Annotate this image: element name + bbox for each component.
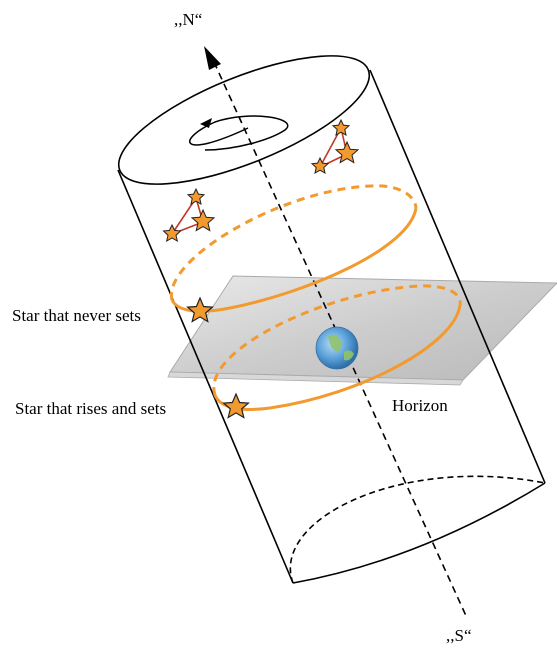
horizon-plane-edge	[167, 371, 464, 386]
cylinder-left-side	[117, 169, 294, 584]
south-label: ,,S“	[446, 626, 472, 645]
label-star-rises-sets: Star that rises and sets	[15, 399, 167, 418]
cylinder-bottom-back	[289, 475, 546, 584]
star-icon	[186, 187, 206, 205]
label-star-never-sets: Star that never sets	[12, 306, 141, 325]
north-arrowhead-icon	[204, 46, 221, 70]
cylinder-bottom-front	[292, 482, 546, 584]
rotation-arrow-icon	[188, 115, 289, 151]
earth-icon	[315, 326, 359, 370]
star-never-sets	[186, 296, 214, 323]
horizon-label: Horizon	[392, 396, 448, 415]
horizon-plane	[169, 275, 557, 381]
star-icon	[310, 156, 330, 174]
north-label: ,,N“	[174, 10, 203, 29]
constellation-top-left	[162, 187, 216, 242]
star-icon	[331, 118, 351, 136]
orbit-rises-sets-back	[212, 284, 462, 396]
star-icon	[190, 208, 216, 232]
star-icon	[162, 223, 182, 242]
star-icon	[334, 140, 360, 164]
cylinder-top	[117, 55, 371, 185]
star-rises-sets	[222, 392, 250, 419]
rotation-arrowhead-icon	[200, 118, 212, 128]
constellation-top-right	[310, 118, 360, 174]
orbit-never-sets-front	[170, 207, 418, 313]
cylinder-right-side	[369, 69, 546, 484]
orbit-never-sets-back	[170, 184, 418, 301]
